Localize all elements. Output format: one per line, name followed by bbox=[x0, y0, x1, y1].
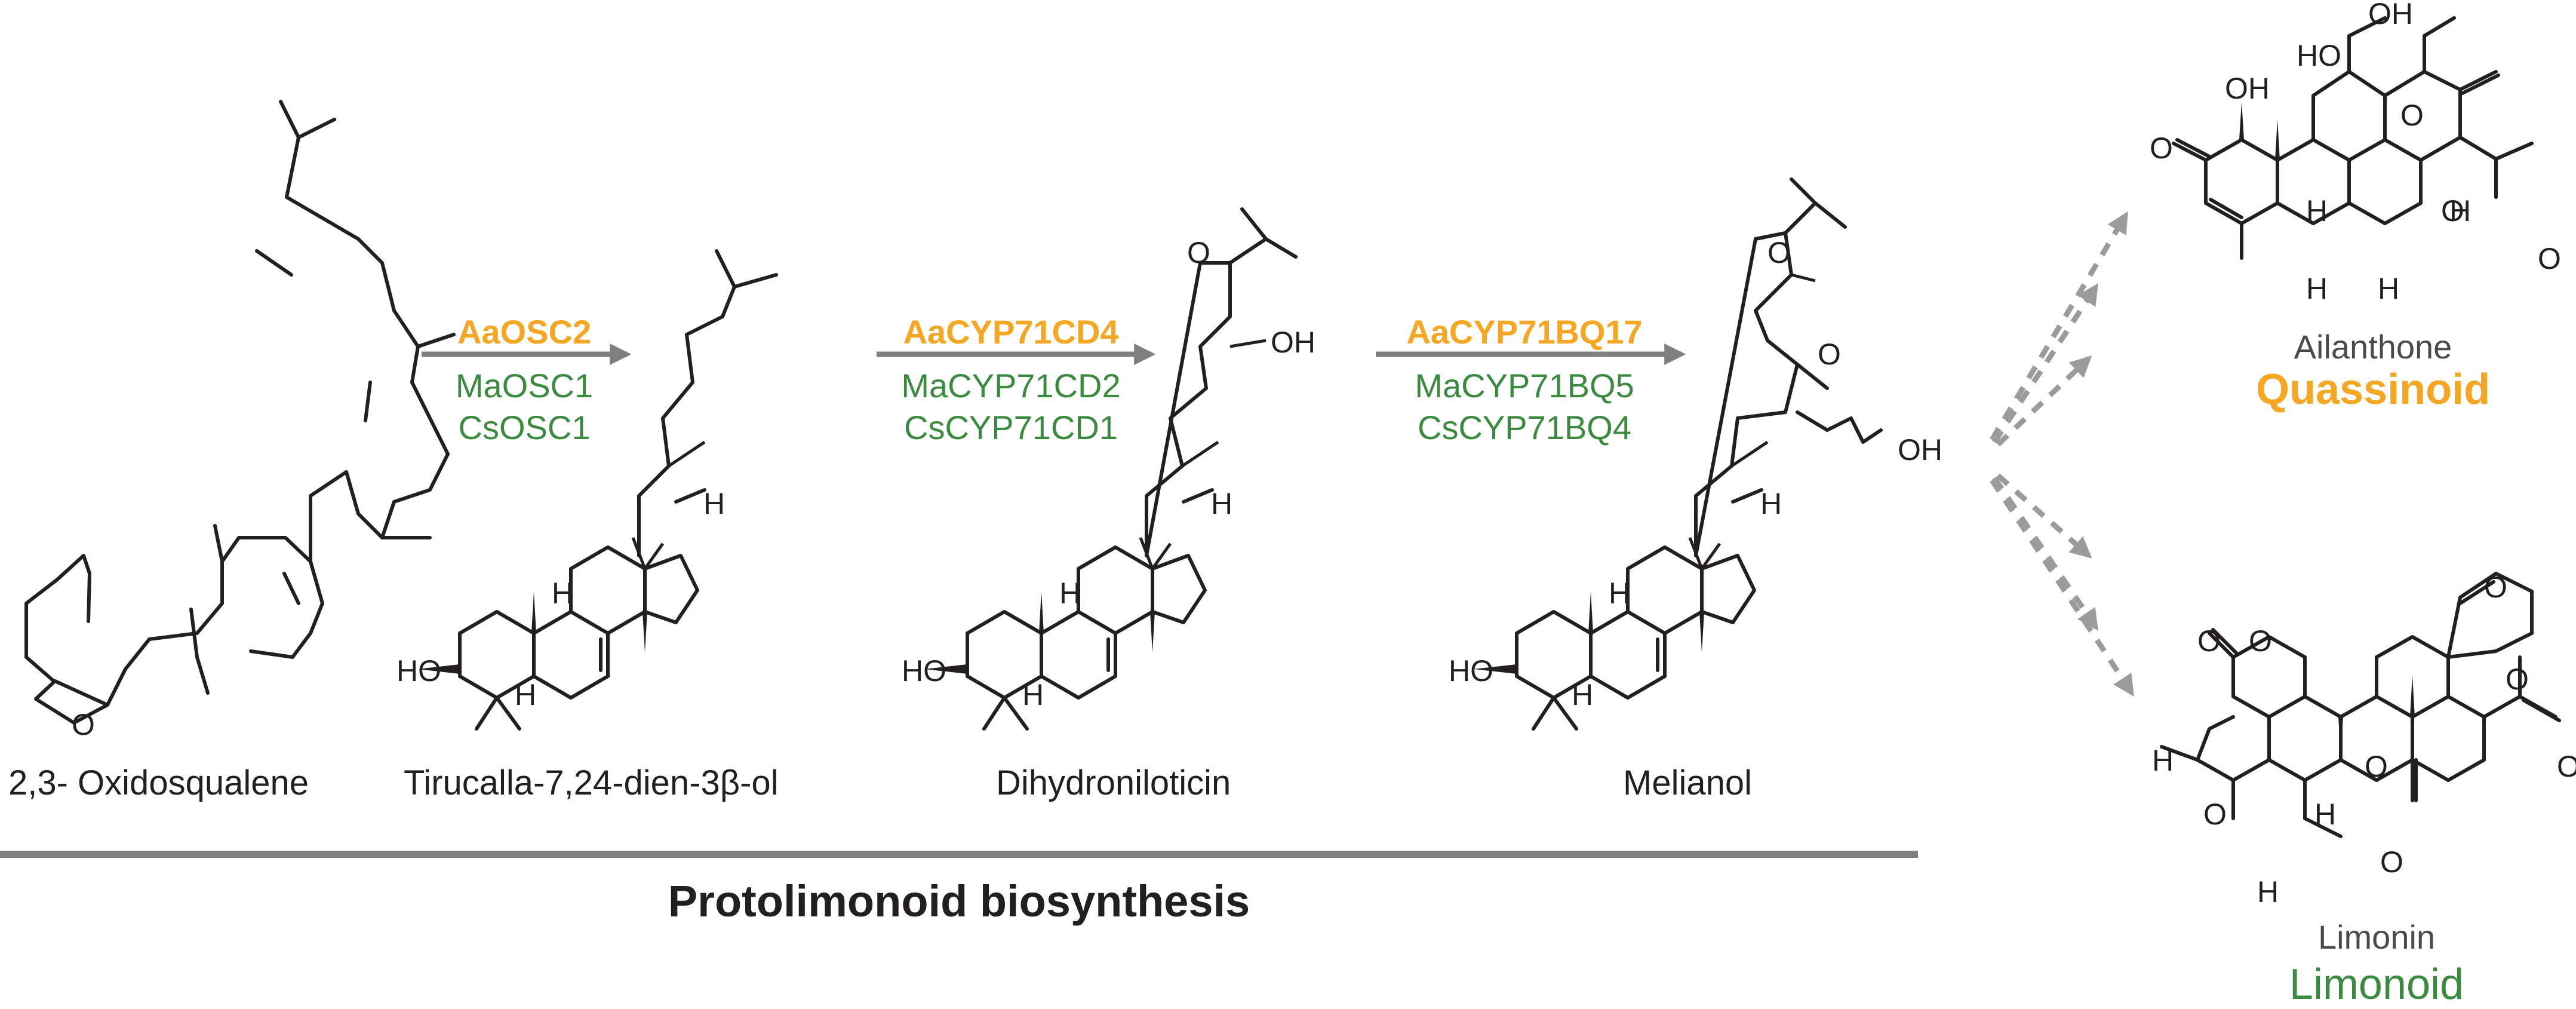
structure-melianol: HO O O OH H H H Melianol bbox=[1449, 177, 1942, 802]
atom-h-7: H bbox=[2378, 272, 2399, 305]
ortholog-label: MaCYP71BQ5 bbox=[1415, 367, 1634, 404]
atom-oh-12: OH bbox=[2368, 0, 2413, 30]
compound-name-tirucalladienol: Tirucalla-7,24-dien-3β-ol bbox=[404, 763, 779, 802]
atom-h-9: H bbox=[1609, 576, 1630, 610]
atom-ho-3: HO bbox=[396, 654, 441, 688]
enzyme-label: AaCYP71CD4 bbox=[903, 313, 1118, 351]
ortholog-label: CsCYP71CD1 bbox=[904, 409, 1118, 446]
atom-o-lactone: O bbox=[2506, 663, 2529, 696]
atom-h-5: H bbox=[2306, 272, 2328, 305]
reaction-step-3: AaCYP71BQ17 MaCYP71BQ5 CsCYP71BQ4 bbox=[1376, 313, 1686, 446]
structure-limonin: O O O O O O O O H H H Limonin Limonoid bbox=[2152, 571, 2576, 1008]
atom-o-a-ether: O bbox=[2203, 798, 2227, 831]
atom-o-ketone: O bbox=[2380, 845, 2403, 879]
ortholog-label: CsOSC1 bbox=[459, 409, 591, 446]
atom-o-epoxide: O bbox=[1767, 236, 1791, 269]
atom-o-furan: O bbox=[2484, 571, 2507, 604]
atom-h-5: H bbox=[515, 678, 536, 711]
atom-o-bridge: O bbox=[2400, 99, 2424, 132]
atom-o-epoxide: O bbox=[1187, 236, 1210, 269]
atom-o-epoxide: O bbox=[72, 708, 95, 741]
atom-oh-side-chain: OH bbox=[1271, 326, 1315, 359]
dashed-arrow-quassinoid bbox=[1992, 283, 2098, 444]
atom-o-carbonyl: O bbox=[2538, 242, 2561, 275]
dashed-arrow-limonoid bbox=[1992, 476, 2099, 631]
atom-o-a-lactone: O bbox=[2197, 624, 2221, 658]
atom-o-a-ring: O bbox=[2249, 624, 2272, 658]
ortholog-label: MaCYP71CD2 bbox=[901, 367, 1120, 404]
reaction-step-2: AaCYP71CD4 MaCYP71CD2 CsCYP71CD1 bbox=[877, 313, 1156, 446]
class-label-limonoid: Limonoid bbox=[2289, 961, 2464, 1008]
enzyme-label: AaOSC2 bbox=[457, 313, 591, 351]
enzyme-label: AaCYP71BQ17 bbox=[1406, 313, 1642, 351]
dashed-arrow-quassinoid bbox=[1990, 211, 2128, 441]
structure-ailanthone: O OH HO OH O O O H H H H Ailanthone Quas… bbox=[2150, 0, 2561, 413]
compound-name-melianol: Melianol bbox=[1623, 763, 1752, 802]
atom-o-ring: O bbox=[1818, 338, 1841, 371]
atom-h-5: H bbox=[2257, 875, 2279, 909]
atom-o-epoxide: O bbox=[2365, 750, 2388, 783]
structure-dihydroniloticin: HO OH O H H H Dihydroniloticin bbox=[902, 207, 1315, 802]
atom-o-carbonyl: O bbox=[2557, 750, 2576, 783]
compound-name-oxidosqualene: 2,3- Oxidosqualene bbox=[8, 763, 309, 802]
atom-o-lactone: O bbox=[2441, 194, 2464, 228]
atom-h-9: H bbox=[2306, 194, 2328, 228]
ortholog-label: CsCYP71BQ4 bbox=[1418, 409, 1631, 446]
atom-h-5: H bbox=[1022, 678, 1044, 711]
atom-h-17: H bbox=[1211, 487, 1232, 520]
atom-oh-hemiacetal: OH bbox=[1898, 433, 1942, 467]
dashed-arrow-limonoid bbox=[1990, 479, 2134, 697]
atom-ho-11: HO bbox=[2297, 39, 2341, 72]
structure-tirucalladienol: HO H H H Tirucalla-7,24-dien-3β-ol bbox=[396, 249, 779, 802]
dashed-arrow-limonoid bbox=[1996, 473, 2092, 559]
atom-h-14: H bbox=[2449, 194, 2471, 228]
atom-h-5: H bbox=[1572, 678, 1593, 711]
atom-ho-3: HO bbox=[902, 654, 946, 688]
atom-h-17: H bbox=[1760, 487, 1782, 520]
product-name-limonin: Limonin bbox=[2318, 918, 2435, 956]
atom-h-9: H bbox=[1059, 576, 1081, 610]
atom-h-17: H bbox=[703, 487, 725, 520]
branch-arrows bbox=[1990, 211, 2134, 697]
atom-h-9: H bbox=[2314, 798, 2336, 831]
atom-o-ketone: O bbox=[2150, 131, 2173, 165]
structure-oxidosqualene: O 2,3- Oxidosqualene bbox=[8, 100, 456, 802]
section-label: Protolimonoid biosynthesis bbox=[668, 876, 1250, 926]
atom-h-9: H bbox=[552, 576, 573, 610]
product-name-ailanthone: Ailanthone bbox=[2294, 328, 2452, 366]
atom-h-a: H bbox=[2152, 744, 2174, 777]
ortholog-label: MaOSC1 bbox=[456, 367, 593, 404]
reaction-step-1: AaOSC2 MaOSC1 CsOSC1 bbox=[422, 313, 632, 446]
atom-oh-1: OH bbox=[2225, 72, 2270, 105]
class-label-quassinoid: Quassinoid bbox=[2256, 366, 2490, 413]
atom-ho-3: HO bbox=[1449, 654, 1493, 688]
dashed-arrow-quassinoid bbox=[1996, 355, 2092, 447]
compound-name-dihydroniloticin: Dihydroniloticin bbox=[996, 763, 1231, 802]
